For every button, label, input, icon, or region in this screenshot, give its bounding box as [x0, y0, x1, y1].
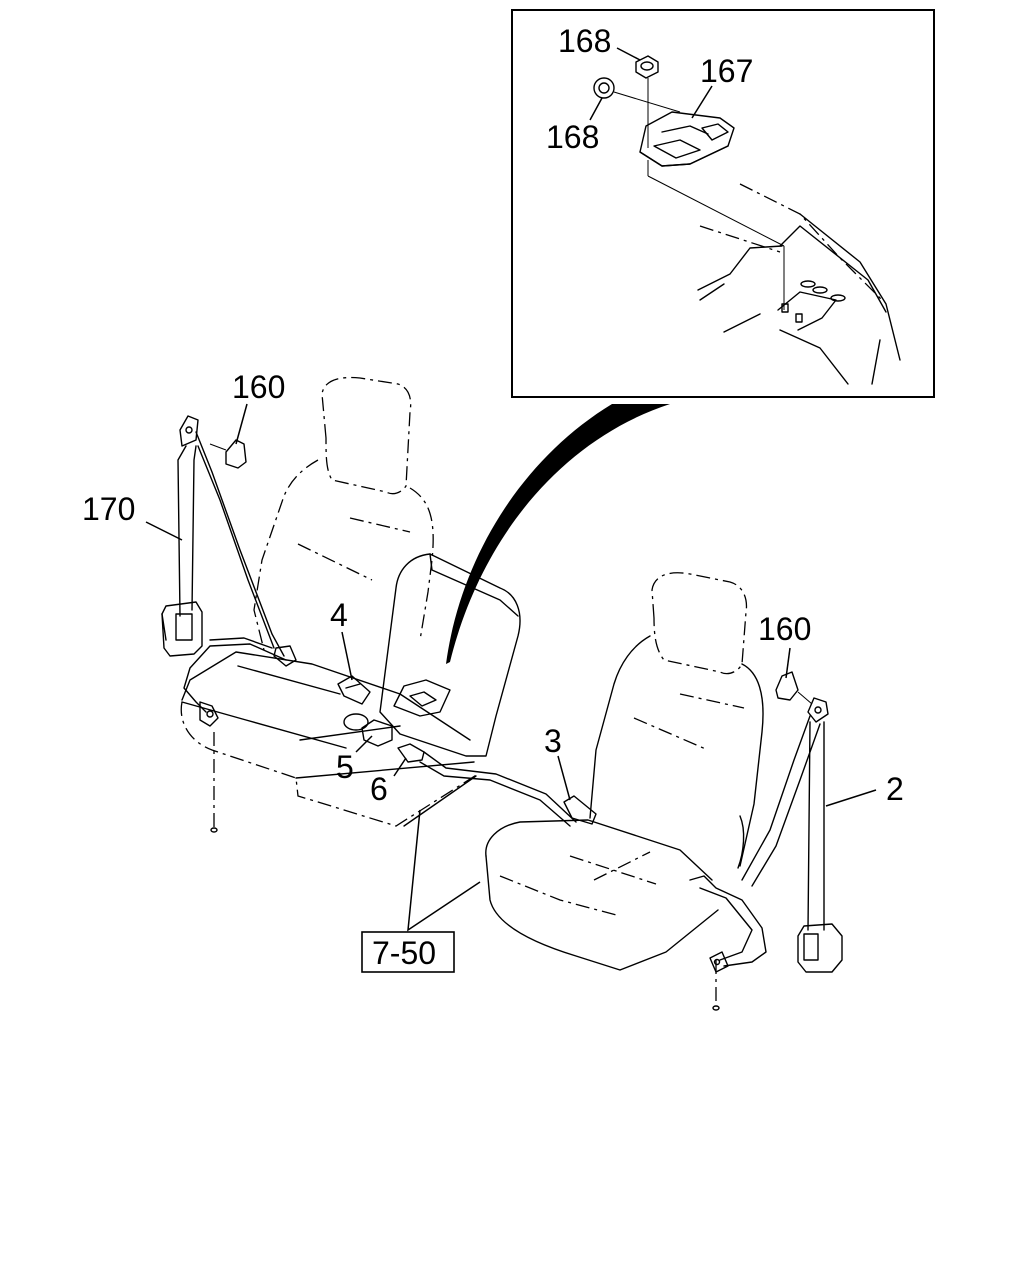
detail-inset-frame [511, 9, 935, 398]
leader-2 [825, 789, 877, 807]
callout-168-bottom: 168 [546, 119, 599, 155]
callout-4: 4 [330, 597, 348, 633]
seat-belt-assembly-170 [161, 415, 297, 727]
buckle-4 [337, 675, 371, 705]
leader-160-right [785, 647, 791, 679]
leader-3 [557, 755, 571, 801]
detail-inset: 168 167 168 [511, 9, 935, 398]
callout-2: 2 [886, 771, 904, 807]
leader-5 [355, 735, 373, 753]
reference-box-frame [361, 931, 455, 973]
buckle-3 [563, 795, 597, 825]
seat-belt-assembly-2 [689, 671, 843, 973]
leader-170 [145, 521, 183, 541]
callout-160-right: 160 [758, 611, 811, 647]
right-seat [485, 572, 764, 1011]
reference-box-label: 7-50 [372, 935, 436, 971]
leader-160-left [235, 403, 248, 445]
callout-167: 167 [700, 53, 753, 89]
callout-5: 5 [336, 749, 354, 785]
callout-170: 170 [82, 491, 135, 527]
callout-6: 6 [370, 771, 388, 807]
nut-168-top [635, 55, 659, 79]
buckle-6 [397, 743, 577, 827]
callout-160-left: 160 [232, 369, 285, 405]
leader-7-50 [407, 809, 481, 932]
nut-168-side [593, 77, 615, 99]
callout-3: 3 [544, 723, 562, 759]
reference-box-7-50[interactable]: 7-50 [361, 931, 455, 973]
leader-6 [393, 757, 407, 777]
left-seat [180, 376, 479, 833]
buckle-5 [343, 713, 393, 747]
detail-pointer-arrow [446, 404, 670, 664]
callout-168-top: 168 [558, 23, 611, 59]
leader-4 [341, 631, 353, 681]
center-seat-back [379, 553, 521, 757]
anchor-bracket-167 [639, 111, 735, 167]
